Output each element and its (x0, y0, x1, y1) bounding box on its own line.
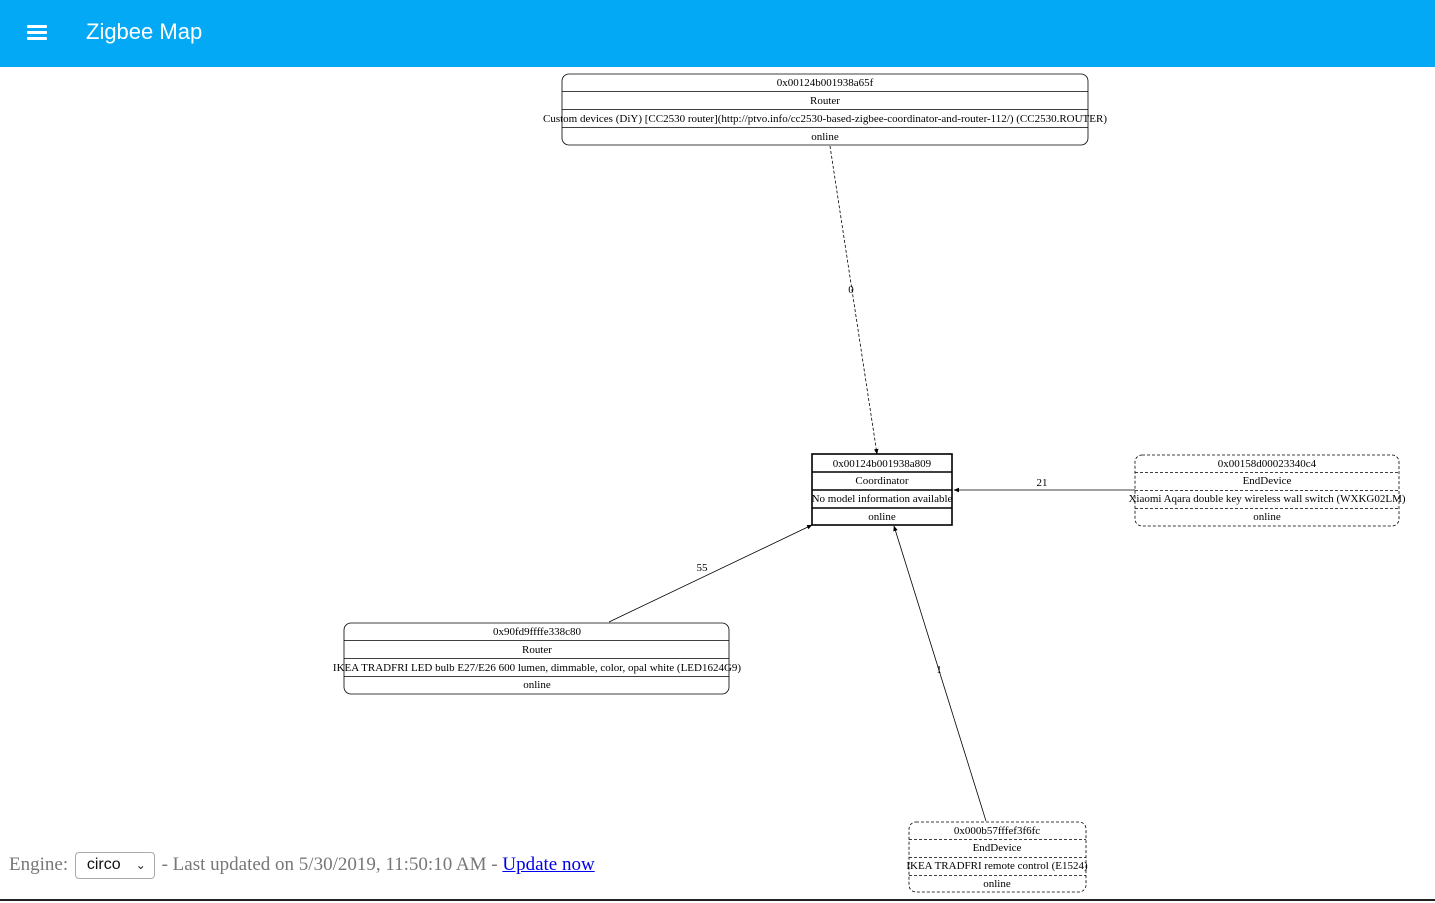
node-type: Router (810, 95, 840, 107)
node-type: Router (522, 644, 552, 656)
link-router2-coordinator (608, 524, 813, 623)
network-map: 0 21 55 1 0x00124b001938a65f Router Cust… (333, 73, 1406, 893)
node-type: Coordinator (855, 475, 908, 487)
chevron-down-icon: ⌄ (135, 858, 146, 873)
node-address: 0x00124b001938a809 (833, 458, 932, 470)
link-router1-coordinator (829, 145, 879, 455)
node-model: Custom devices (DiY) [CC2530 router](htt… (543, 113, 1107, 125)
device-node-router1[interactable]: 0x00124b001938a65f Router Custom devices… (543, 73, 1107, 146)
bottom-divider (0, 899, 1435, 901)
link-label-router1: 0 (848, 284, 854, 296)
node-model: IKEA TRADFRI remote control (E1524) (906, 860, 1088, 872)
status-footer: Engine: circo ⌄ - Last updated on 5/30/2… (9, 851, 595, 880)
link-enddevice2-coordinator (893, 525, 987, 822)
last-updated-text: - Last updated on 5/30/2019, 11:50:10 AM… (161, 854, 498, 875)
engine-select-value: circo (86, 856, 121, 874)
link-label-enddevice2: 1 (936, 664, 942, 676)
node-model: IKEA TRADFRI LED bulb E27/E26 600 lumen,… (333, 662, 741, 674)
engine-label: Engine: (9, 854, 69, 875)
update-now-link[interactable]: Update now (502, 854, 595, 875)
device-node-enddevice1[interactable]: 0x00158d00023340c4 EndDevice Xiaomi Aqar… (1128, 454, 1406, 527)
node-status: online (811, 131, 839, 143)
node-address: 0x00158d00023340c4 (1218, 458, 1317, 470)
node-status: online (523, 679, 551, 691)
app-bar: Zigbee Map (0, 0, 1435, 67)
device-node-enddevice2[interactable]: 0x000b57fffef3f6fc EndDevice IKEA TRADFR… (906, 821, 1088, 893)
device-node-router2[interactable]: 0x90fd9ffffe338c80 Router IKEA TRADFRI L… (333, 622, 741, 695)
link-label-router2: 55 (697, 562, 709, 574)
node-status: online (1253, 511, 1281, 523)
node-model: No model information available (812, 493, 953, 505)
node-address: 0x90fd9ffffe338c80 (493, 626, 581, 638)
node-status: online (868, 511, 896, 523)
node-model: Xiaomi Aqara double key wireless wall sw… (1128, 493, 1405, 505)
node-address: 0x000b57fffef3f6fc (954, 825, 1040, 837)
link-label-enddevice1: 21 (1037, 477, 1048, 489)
node-type: EndDevice (1243, 475, 1292, 487)
device-node-coordinator[interactable]: 0x00124b001938a809 Coordinator No model … (811, 453, 953, 526)
page-title: Zigbee Map (86, 19, 203, 44)
node-address: 0x00124b001938a65f (777, 77, 874, 89)
node-status: online (983, 878, 1011, 890)
node-type: EndDevice (973, 842, 1022, 854)
engine-select[interactable]: circo ⌄ (74, 852, 155, 880)
hamburger-menu-icon[interactable] (21, 17, 55, 49)
